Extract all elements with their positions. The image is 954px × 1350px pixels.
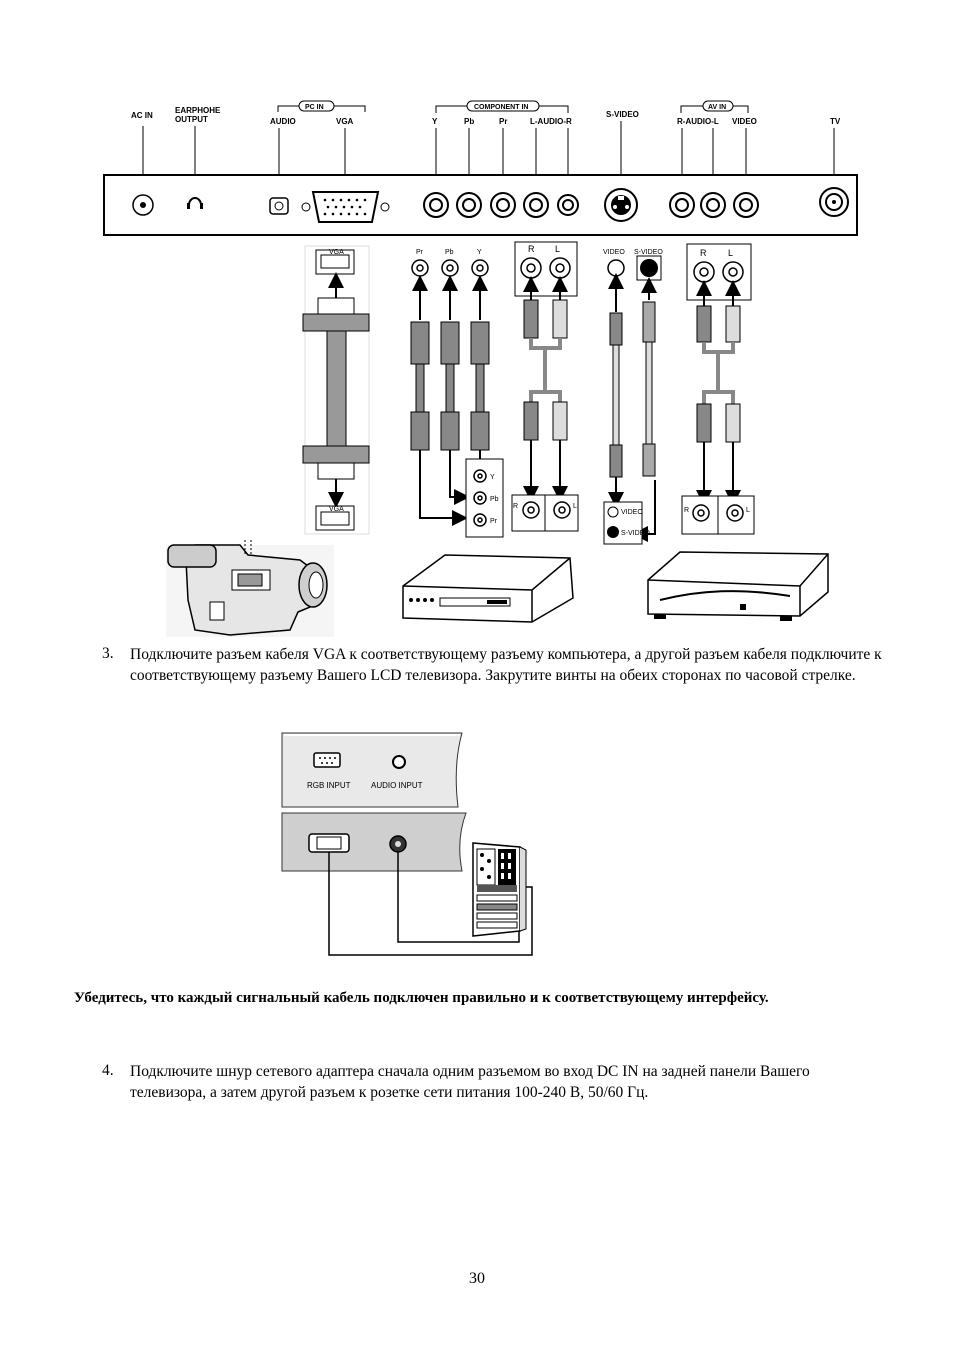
component-in-label: COMPONENT IN: [474, 104, 528, 111]
svg-text:VIDEO: VIDEO: [603, 249, 625, 256]
rgb-input-port-icon: [313, 752, 341, 768]
svg-text:Pr: Pr: [416, 249, 424, 256]
camcorder-illustration: [166, 540, 334, 637]
pr-label: Pr: [499, 117, 507, 126]
computer-tower-illustration: [472, 842, 527, 937]
dvd-player-illustration: [402, 554, 574, 623]
pc-audio-jack: [269, 197, 289, 215]
cable-check-note: Убедитесь, что каждый сигнальный кабель …: [74, 990, 769, 1006]
svg-text:R: R: [700, 248, 707, 258]
svg-text:Y: Y: [477, 249, 482, 256]
s-video-jack: [604, 188, 638, 222]
earphone-label-1: EARPHOHE: [175, 106, 221, 115]
vga-port: [301, 191, 390, 223]
svg-text:VGA: VGA: [329, 249, 344, 256]
audio-input-label: AUDIO INPUT: [371, 781, 423, 790]
svg-text:L: L: [555, 244, 560, 254]
earphone-label-2: OUTPUT: [175, 115, 208, 124]
step-4-text: Подключите шнур сетевого адаптера сначал…: [130, 1063, 810, 1101]
vcr-illustration: [647, 551, 829, 621]
svg-text:VIDEO: VIDEO: [621, 509, 643, 516]
page-number: 30: [469, 1270, 485, 1287]
r-audio-l-label: R-AUDIO-L: [677, 117, 719, 126]
svg-text:S-VIDEO: S-VIDEO: [634, 249, 663, 256]
video-label: VIDEO: [732, 117, 757, 126]
pc-connection-diagram: RGB INPUT AUDIO INPUT: [281, 732, 533, 956]
step-3-text: Подключите разъем кабеля VGA к соответст…: [130, 646, 882, 684]
rear-panel-connection-diagram: AC IN EARPHOHE OUTPUT PC IN AUDIO VGA CO…: [103, 100, 858, 637]
rca-jacks: [423, 192, 759, 218]
vga-cable: VGA VGA: [302, 245, 370, 535]
y-label: Y: [432, 117, 438, 126]
svg-text:R: R: [528, 244, 535, 254]
step-3-number: 3.: [102, 645, 114, 662]
rgb-input-label: RGB INPUT: [307, 781, 351, 790]
ac-in-label: AC IN: [131, 111, 153, 120]
svg-text:R: R: [684, 507, 689, 514]
step-4-number: 4.: [102, 1062, 114, 1079]
video-s-video-cables: VIDEO S-VIDEO VIDEO S-VIDEO: [603, 249, 663, 545]
tv-antenna-jack: [819, 187, 849, 217]
svg-text:Pr: Pr: [490, 518, 498, 525]
svg-text:S-VIDEO: S-VIDEO: [621, 530, 650, 537]
svg-text:VGA: VGA: [329, 506, 344, 513]
svg-text:L: L: [728, 248, 733, 258]
l-audio-r-label: L-AUDIO-R: [530, 117, 572, 126]
svg-text:Y: Y: [490, 474, 495, 481]
pb-label: Pb: [464, 117, 474, 126]
svg-text:Pb: Pb: [445, 249, 454, 256]
audio-label: AUDIO: [270, 117, 296, 126]
audio-cable-component: R L R L: [511, 241, 579, 532]
component-cables: Pr Pb Y Y Pb Pr: [410, 249, 504, 538]
vga-label: VGA: [336, 117, 354, 126]
svg-text:R: R: [513, 503, 518, 510]
audio-cable-av: R L R L: [681, 243, 755, 535]
tv-label: TV: [830, 117, 841, 126]
ac-in-socket: [132, 194, 154, 216]
av-in-label: AV IN: [708, 104, 726, 111]
svg-text:L: L: [746, 507, 750, 514]
headphone-icon: [187, 197, 203, 209]
svg-text:L: L: [573, 503, 577, 510]
pc-in-label: PC IN: [305, 104, 324, 111]
audio-input-port-icon: [392, 755, 406, 769]
svg-text:Pb: Pb: [490, 496, 499, 503]
s-video-label: S-VIDEO: [606, 110, 639, 119]
